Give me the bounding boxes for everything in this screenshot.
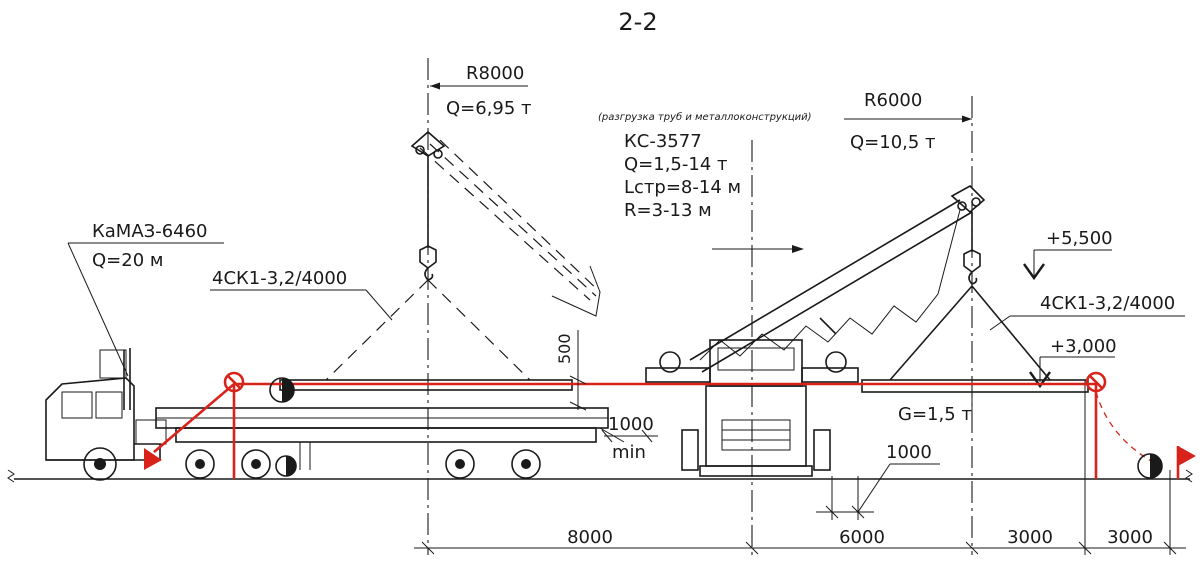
dim-clearance-text: 1000 <box>608 414 654 435</box>
section-title: 2-2 <box>618 8 657 36</box>
radius-left-label: R8000 <box>466 63 524 84</box>
ground-line <box>7 469 1193 483</box>
barrier-drum-mid <box>275 455 297 477</box>
load-weight-text: G=1,5 т <box>898 404 972 425</box>
sling-left-label: 4СК1-3,2/4000 <box>210 268 393 321</box>
truck-tractor <box>45 348 167 481</box>
dim-outrigger: 1000 <box>816 442 940 520</box>
radius-callout-right: R6000 Q=10,5 т <box>844 90 972 153</box>
dim-500-text: 500 <box>555 333 574 364</box>
crane-axis-lines <box>427 58 1171 555</box>
truck-capacity: Q=20 м <box>92 250 163 271</box>
barrier-drum-left <box>269 377 295 403</box>
radius-right-label: R6000 <box>864 90 922 111</box>
right-boom <box>689 185 986 373</box>
elevation-high-text: +5,500 <box>1046 228 1113 249</box>
right-hook <box>963 212 981 285</box>
dim-6000: 6000 <box>839 527 885 548</box>
direction-arrow <box>712 245 804 253</box>
crane-truck <box>645 339 859 477</box>
radius-callout-left: R8000 Q=6,95 т <box>430 63 532 119</box>
crane-boom-length: Lстр=8-14 м <box>624 177 741 198</box>
right-lifting-slings <box>889 285 1051 381</box>
capacity-right-label: Q=10,5 т <box>850 132 936 153</box>
dim-clearance: 1000 min <box>601 414 658 463</box>
crane-reach: R=3-13 м <box>624 200 712 221</box>
suspended-load-right <box>861 379 1089 393</box>
dim-8000: 8000 <box>567 527 613 548</box>
truck-label: КаМАЗ-6460 Q=20 м <box>67 221 224 377</box>
operation-note: (разгрузка труб и металлоконструкций) <box>598 111 812 123</box>
bottom-dimension-chain: 8000 6000 3000 3000 <box>414 527 1186 555</box>
dim-outrigger-text: 1000 <box>886 442 932 463</box>
left-lifting-slings <box>325 279 531 381</box>
sling-right-text: 4СК1-3,2/4000 <box>1040 293 1175 314</box>
sling-left-text: 4СК1-3,2/4000 <box>212 268 347 289</box>
crane-specs-block: (разгрузка труб и металлоконструкций) КС… <box>598 111 812 221</box>
truck-model: КаМАЗ-6460 <box>92 221 208 242</box>
sling-right-label: 4СК1-3,2/4000 <box>989 293 1185 331</box>
dim-vertical-500: 500 <box>555 330 587 411</box>
dim-3000-b: 3000 <box>1107 527 1153 548</box>
danger-zone-boundary <box>144 371 1196 479</box>
trailer <box>155 407 625 479</box>
elevation-high-mark: +5,500 <box>1023 228 1113 281</box>
elevation-low-text: +3,000 <box>1050 336 1117 357</box>
dim-clearance-note: min <box>612 442 646 463</box>
dim-3000-a: 3000 <box>1007 527 1053 548</box>
left-boom-dashed <box>410 130 601 317</box>
barrier-drum-right <box>1137 453 1163 479</box>
crane-capacity-range: Q=1,5-14 т <box>624 154 727 175</box>
crane-model: КС-3577 <box>624 131 702 152</box>
capacity-left-label: Q=6,95 т <box>446 98 532 119</box>
